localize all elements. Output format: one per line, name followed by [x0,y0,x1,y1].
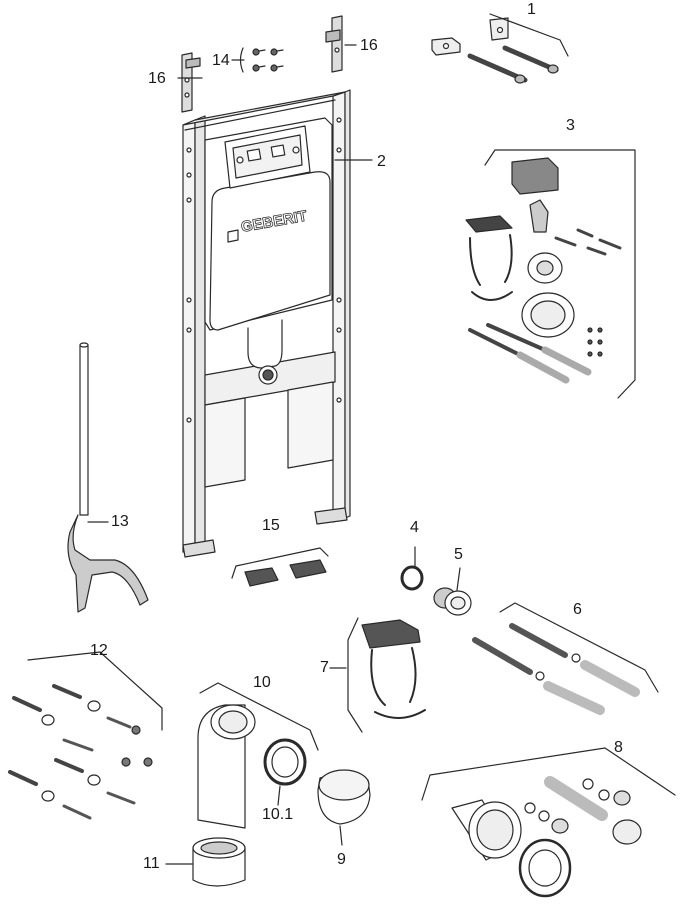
callout-10-1: 10.1 [262,806,294,823]
callout-8: 8 [614,739,623,756]
part-16-left-bracket [181,52,201,113]
callout-16-right: 16 [360,37,378,54]
callout-13: 13 [111,513,129,530]
part-8-connection-set [421,747,676,898]
part-9-connector [317,769,371,825]
callout-4: 4 [410,519,419,536]
callout-5: 5 [454,546,463,563]
callout-1: 1 [527,1,536,18]
part-4-seal-ring [400,565,424,591]
part-3-accessory-kit [465,149,636,399]
callout-10: 10 [253,674,271,691]
part-1-wall-fixing-set [431,13,569,84]
callout-15: 15 [262,517,280,534]
part-13-flush-pipe [67,342,149,613]
cistern: GEBERIT [204,117,333,385]
callout-9: 9 [337,851,346,868]
part-12-fixing-screws [8,651,163,820]
callout-3: 3 [566,117,575,134]
part-16-right-bracket [325,15,343,73]
part-6-threaded-rods [472,602,659,715]
callout-2: 2 [377,153,386,170]
callout-11: 11 [143,855,160,872]
callout-7: 7 [320,659,329,676]
part-5-connector [433,587,472,616]
part-15-clips [231,547,329,587]
callout-14: 14 [212,52,230,69]
part-11-pipe-sleeve [192,837,246,887]
leader-lines [87,44,461,865]
callout-16-left: 16 [148,70,166,87]
callout-12: 12 [90,642,108,659]
part-10-1-seal [263,738,307,786]
callout-6: 6 [573,601,582,618]
part-10-pan-connector-bend [197,682,319,829]
part-7-support-bracket [347,617,426,733]
part-14-screws [239,47,284,73]
